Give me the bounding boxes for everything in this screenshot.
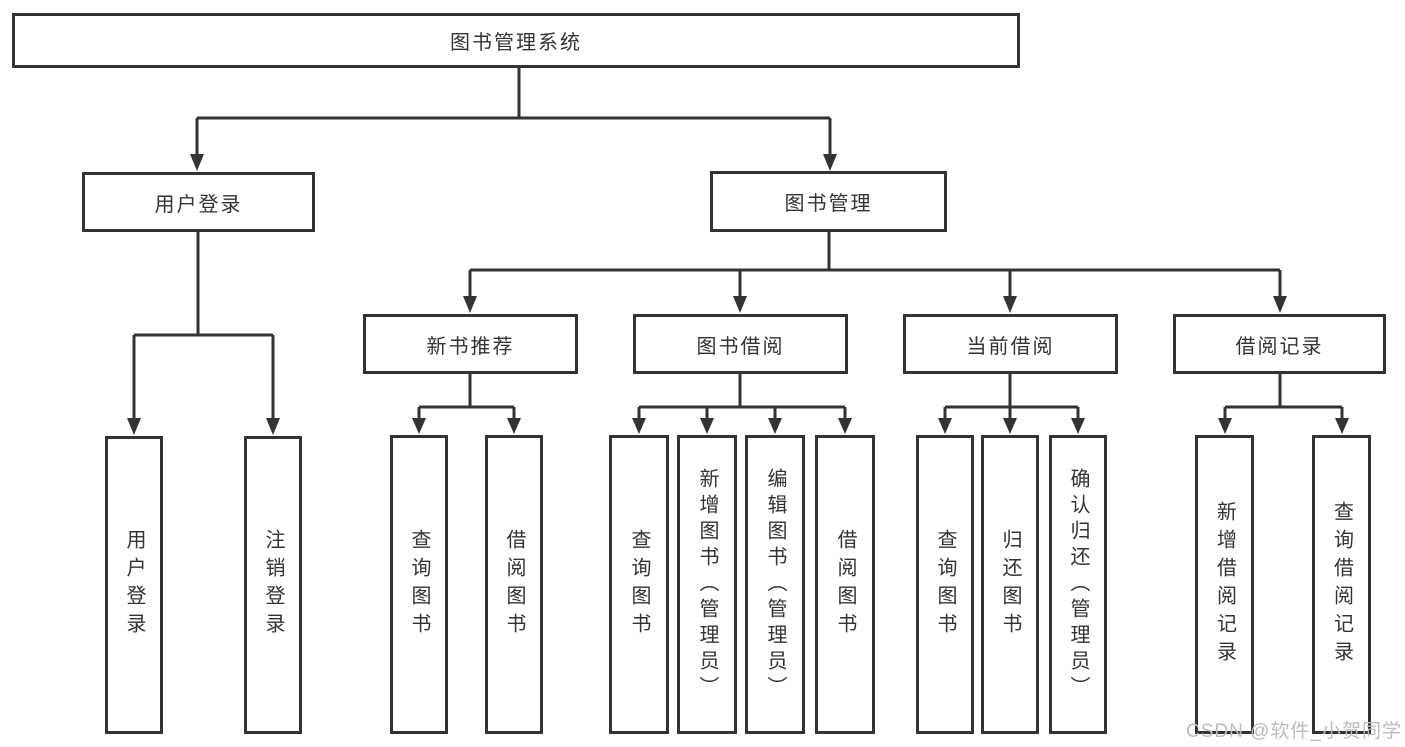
node-leaf-confirm-return-admin: 确认归还（管理员） <box>1049 435 1107 734</box>
node-leaf-return-book: 归还图书 <box>981 435 1039 734</box>
node-book-borrow: 图书借阅 <box>633 314 848 374</box>
node-leaf-query-book-2: 查询图书 <box>609 435 669 734</box>
edges-book-borrow <box>632 373 852 434</box>
node-user-login: 用户登录 <box>82 172 315 232</box>
node-leaf-user-login: 用户登录 <box>105 436 163 734</box>
node-leaf-query-book-3: 查询图书 <box>916 435 974 734</box>
node-leaf-edit-book-admin: 编辑图书（管理员） <box>745 435 805 734</box>
node-leaf-query-borrow-record: 查询借阅记录 <box>1312 435 1371 734</box>
node-leaf-borrow-book-1: 借阅图书 <box>485 435 543 734</box>
edges-new-book-recommend <box>412 373 521 434</box>
edges-root <box>190 68 837 171</box>
edges-borrow-record <box>1218 373 1349 434</box>
node-leaf-query-book-1: 查询图书 <box>390 435 448 734</box>
node-leaf-add-borrow-record: 新增借阅记录 <box>1195 435 1254 734</box>
node-leaf-add-book-admin: 新增图书（管理员） <box>677 435 737 734</box>
node-leaf-borrow-book-2: 借阅图书 <box>815 435 875 734</box>
node-new-book-recommend: 新书推荐 <box>363 314 578 374</box>
edges-book-management <box>463 231 1287 313</box>
watermark: CSDN @软件_小贺同学 <box>1186 721 1402 742</box>
node-root: 图书管理系统 <box>12 13 1020 68</box>
node-leaf-logout: 注销登录 <box>244 436 302 734</box>
edges-current-borrow <box>938 373 1085 434</box>
node-current-borrow: 当前借阅 <box>903 314 1118 374</box>
node-book-management: 图书管理 <box>710 171 947 232</box>
edges-user-login <box>127 231 280 435</box>
node-borrow-record: 借阅记录 <box>1173 314 1386 374</box>
